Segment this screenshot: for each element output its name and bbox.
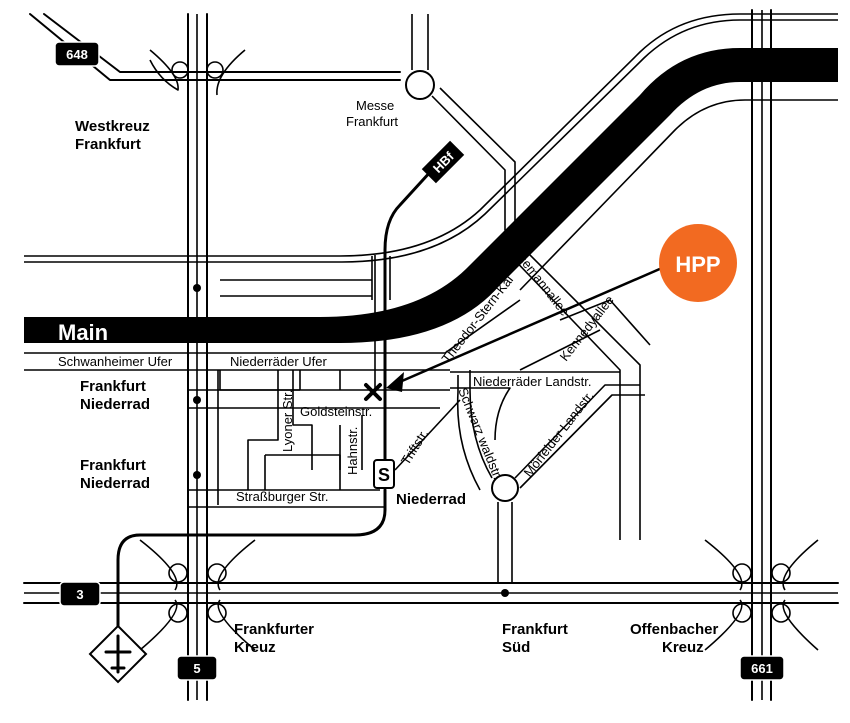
- road-south-connector: [497, 502, 513, 583]
- junction-dot-1: [193, 284, 201, 292]
- shield-a5: 5: [176, 655, 218, 681]
- label-schwarzwaldstr: Schwarz waldstr.: [455, 386, 505, 482]
- label-niederraeder-ufer: Niederräder Ufer: [230, 354, 327, 369]
- label-frankfurter-kreuz-1: Frankfurter: [234, 621, 314, 638]
- road-kennedyallee: [519, 299, 651, 371]
- s-bahn-icon: S: [373, 459, 395, 489]
- s-bahn-label: S: [378, 465, 390, 485]
- shield-a648-label: 648: [66, 47, 88, 62]
- label-frankfurter-kreuz-2: Kreuz: [234, 639, 276, 656]
- label-strassburger-str: Straßburger Str.: [236, 489, 328, 504]
- road-schwanheimer-ufer: [24, 299, 521, 354]
- shield-a661-label: 661: [751, 661, 773, 676]
- roundabout-south: [491, 474, 519, 502]
- shield-a5-label: 5: [193, 661, 200, 676]
- hbf-shield: HBf: [421, 140, 465, 184]
- road-strassburger-str: [188, 489, 385, 508]
- label-hahnstr: Hahnstr.: [345, 427, 360, 475]
- label-niederraeder-landstr: Niederräder Landstr.: [473, 374, 592, 389]
- roundabout-messe: [405, 70, 435, 100]
- interchange-westkreuz: [149, 49, 246, 96]
- road-north-bank-1: [24, 13, 838, 257]
- shield-a648: 648: [54, 41, 100, 67]
- shield-a661: 661: [739, 655, 785, 681]
- label-niederrad-station: Niederrad: [396, 491, 466, 508]
- label-offenbacher-kreuz-2: Kreuz: [662, 639, 704, 656]
- label-schwanheimer-ufer: Schwanheimer Ufer: [58, 354, 173, 369]
- interchange-offenbacher-kreuz: [704, 539, 819, 651]
- label-niederrad-1b: Niederrad: [80, 396, 150, 413]
- hpp-label: HPP: [675, 252, 720, 277]
- arrow-head: [386, 372, 404, 392]
- label-triftstr: Triftstr.: [398, 426, 432, 467]
- road-blocks: [217, 370, 341, 505]
- motorway-a648: [29, 13, 401, 81]
- label-frankfurt-sued-2: Süd: [502, 639, 530, 656]
- shield-a3-label: 3: [76, 587, 83, 602]
- junction-dot-2: [193, 396, 201, 404]
- airplane-icon: [88, 624, 148, 684]
- road-east-bank: [519, 99, 838, 291]
- label-niederrad-2a: Frankfurt: [80, 457, 146, 474]
- road-stresemannallee: [504, 244, 641, 540]
- hpp-marker: [659, 224, 737, 302]
- arrow-to-destination: [394, 266, 663, 386]
- label-messe-2: Frankfurt: [346, 114, 398, 129]
- road-messe-north: [411, 14, 429, 70]
- road-riverside-small: [220, 256, 391, 300]
- label-frankfurt-sued-1: Frankfurt: [502, 621, 568, 638]
- road-messe-southeast: [431, 87, 521, 251]
- interchange-frankfurter-kreuz: [139, 539, 256, 651]
- label-lyoner-str: Lyoner Str.: [280, 390, 295, 452]
- label-goldsteinstr: Goldsteinstr.: [300, 404, 372, 419]
- cross-icon: [364, 383, 382, 401]
- rail-line: [116, 168, 434, 642]
- road-triftstr: [394, 399, 461, 471]
- label-niederrad-2b: Niederrad: [80, 475, 150, 492]
- label-messe-1: Messe: [356, 98, 394, 113]
- road-niederraeder-landstr: [450, 371, 620, 441]
- label-niederrad-1a: Frankfurt: [80, 378, 146, 395]
- shield-a3: 3: [59, 581, 101, 607]
- label-westkreuz-2: Frankfurt: [75, 136, 141, 153]
- junction-dot-3: [193, 471, 201, 479]
- label-moerfelder-landstr: Mörfelder Landstr.: [521, 388, 597, 480]
- junction-dot-4: [501, 589, 509, 597]
- road-schwarzwaldstr: [456, 370, 493, 491]
- road-lyoner-str: [247, 370, 313, 490]
- river-main: [24, 48, 838, 343]
- river-label: Main: [58, 320, 108, 345]
- label-westkreuz-1: Westkreuz: [75, 118, 150, 135]
- label-offenbacher-kreuz-1: Offenbacher: [630, 621, 719, 638]
- road-moerfelder-landstr: [514, 384, 645, 489]
